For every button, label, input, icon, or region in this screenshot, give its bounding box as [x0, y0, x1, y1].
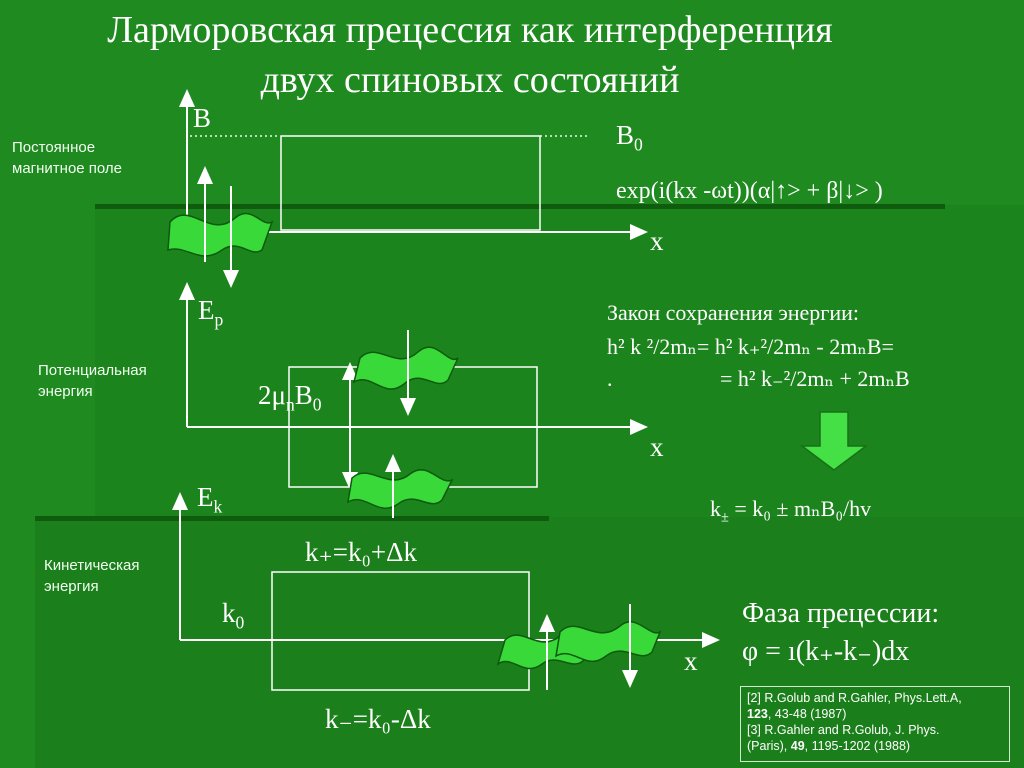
- band-divider-2: [35, 516, 549, 521]
- axis-label-x-3: x: [684, 646, 698, 676]
- wavefunction-formula: exp(i(kx -ωt))(α|↑> + β|↓> ): [616, 178, 883, 204]
- wave-packet-1: [167, 212, 274, 257]
- big-down-arrow: [799, 411, 869, 471]
- label-constant-field: Постоянное магнитное поле: [12, 139, 123, 177]
- reference-2: [3] R.Gahler and R.Golub, J. Phys.: [747, 723, 940, 737]
- reference-1-cont: 123, 43-48 (1987): [747, 707, 847, 721]
- label-k-minus: k₋=k₀-Δk: [325, 704, 431, 734]
- reference-1: [2] R.Golub and R.Gahler, Phys.Lett.A,: [747, 691, 962, 705]
- reference-2-cont: (Paris), 49, 1195-1202 (1988): [747, 739, 911, 753]
- wave-packet-2-upper: [352, 346, 459, 390]
- axis-label-x-1: x: [650, 226, 664, 256]
- phase-heading: Фаза прецессии:: [742, 598, 940, 629]
- wave-packet-2-lower: [347, 469, 454, 509]
- wavevector-result: k± = k₀ ± mₙB₀/hv: [710, 496, 872, 526]
- page-title-line1: Ларморовская прецессия как интерференция: [107, 9, 833, 51]
- field-box: [280, 135, 541, 231]
- axis-label-ep: Ep: [198, 295, 224, 330]
- phase-formula: φ = ı(k₊-k₋)dx: [742, 636, 910, 667]
- conservation-eq1: h² k ²/2mₙ= h² k₊²/2mₙ - 2mₙB=: [607, 334, 894, 359]
- kinetic-box: [271, 571, 530, 691]
- band-divider-1: [95, 204, 945, 209]
- label-k-plus: k₊=k₀+Δk: [305, 537, 417, 567]
- conservation-heading: Закон сохранения энергии:: [607, 300, 859, 325]
- conservation-eq2: = h² k₋²/2mₙ + 2mₙB: [720, 366, 910, 391]
- axis-label-ek: Ek: [197, 482, 223, 517]
- label-gap-energy: 2μnB0: [258, 380, 322, 415]
- page-title-line2: двух спиновых состояний: [260, 59, 680, 101]
- label-potential-energy: Потенциальная энергия: [38, 362, 147, 400]
- conservation-eq2-dot: .: [607, 366, 613, 391]
- axis-label-b: B: [193, 103, 212, 133]
- axis-label-x-2: x: [650, 432, 664, 462]
- label-k0: k0: [222, 598, 245, 633]
- label-b0: B0: [616, 120, 643, 155]
- references-box: [2] R.Golub and R.Gahler, Phys.Lett.A, 1…: [740, 686, 1010, 762]
- label-kinetic-energy: Кинетическая энергия: [44, 557, 140, 595]
- wave-packet-3b: [555, 621, 662, 663]
